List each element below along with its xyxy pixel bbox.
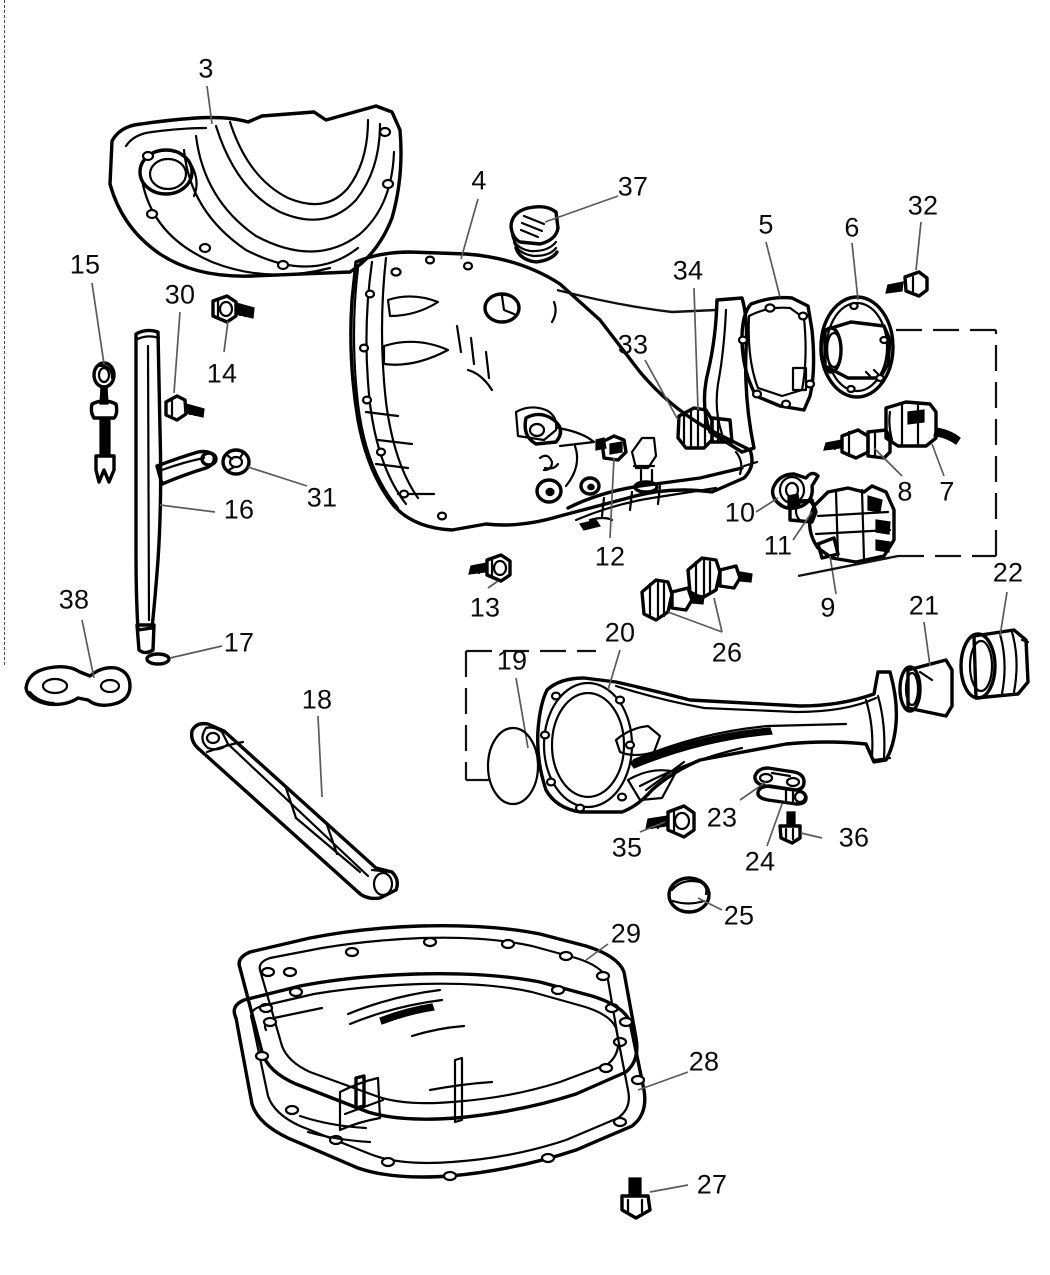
callout-11: 11: [763, 530, 793, 561]
part-35-extension-housing-bolt: [645, 804, 696, 839]
part-31-seal-washer: [221, 448, 251, 476]
part-20-extension-housing: [535, 670, 899, 814]
callout-34: 34: [672, 255, 704, 286]
part-29-oil-pan-gasket: [237, 923, 639, 1121]
part-4-bellhousing-and-case: [349, 250, 759, 532]
callout-3: 3: [198, 53, 214, 84]
part-15-dipstick: [89, 361, 119, 484]
callout-19: 19: [496, 645, 528, 676]
part-6-seal-retainer: [819, 295, 895, 399]
callout-22: 22: [992, 557, 1024, 588]
part-32-flange-bolt: [885, 270, 929, 298]
part-27-oil-pan-bolt: [620, 1177, 652, 1220]
part-37-fill-cap: [509, 204, 560, 264]
sheet-left-margin-rule: [4, 0, 5, 665]
callout-33: 33: [617, 329, 649, 360]
part-36-roll-pin-screw: [778, 811, 802, 845]
part-16-filler-tube: [134, 328, 218, 655]
callout-26: 26: [711, 637, 743, 668]
part-21-output-bushing: [898, 658, 954, 718]
callout-12: 12: [594, 541, 626, 572]
callout-37: 37: [617, 171, 649, 202]
part-7-solenoid-connector: [884, 400, 961, 448]
part-26-cooler-line-fittings: [640, 556, 753, 622]
part-14-shoulder-bolt: [211, 294, 255, 324]
callout-10: 10: [724, 497, 756, 528]
callout-9: 9: [820, 592, 836, 623]
callout-35: 35: [611, 832, 643, 863]
part-13-bellhousing-bolt: [468, 553, 512, 583]
part-17-tube-o-ring: [145, 652, 171, 666]
callout-38: 38: [58, 584, 90, 615]
part-28-oil-pan: [232, 971, 647, 1182]
callout-30: 30: [164, 279, 196, 310]
callout-27: 27: [696, 1169, 728, 1200]
callout-14: 14: [206, 358, 238, 389]
part-9-neutral-safety-switch-assembly: [787, 484, 896, 564]
part-34-vent-fitting: [676, 406, 734, 450]
callout-7: 7: [939, 476, 955, 507]
callout-17: 17: [223, 627, 255, 658]
callout-8: 8: [897, 476, 913, 507]
part-24-detent-pin: [756, 784, 808, 806]
part-30-bracket-bolt: [164, 394, 205, 422]
callout-24: 24: [744, 846, 776, 877]
callout-16: 16: [223, 494, 255, 525]
callout-29: 29: [610, 918, 642, 949]
callout-21: 21: [908, 590, 940, 621]
part-25-expansion-plug: [667, 876, 711, 914]
part-22-rear-seal: [959, 628, 1030, 700]
callout-23: 23: [706, 802, 738, 833]
callout-25: 25: [723, 900, 755, 931]
part-19-rear-gasket: [464, 649, 596, 806]
part-3-converter-dust-cover: [108, 104, 403, 278]
part-38-tube-clamp: [24, 664, 132, 708]
callout-20: 20: [604, 617, 636, 648]
part-5-housing-gasket: [737, 295, 816, 412]
callout-31: 31: [306, 482, 338, 513]
callout-6: 6: [844, 212, 860, 243]
callout-32: 32: [907, 190, 939, 221]
callout-36: 36: [838, 822, 870, 853]
callout-13: 13: [469, 592, 501, 623]
callout-15: 15: [69, 249, 101, 280]
callout-28: 28: [688, 1046, 720, 1077]
part-18-support-crossmember: [189, 721, 400, 901]
callout-5: 5: [758, 209, 774, 240]
callout-4: 4: [471, 165, 487, 196]
callout-18: 18: [301, 684, 333, 715]
part-12-switch-bracket: [595, 434, 628, 462]
